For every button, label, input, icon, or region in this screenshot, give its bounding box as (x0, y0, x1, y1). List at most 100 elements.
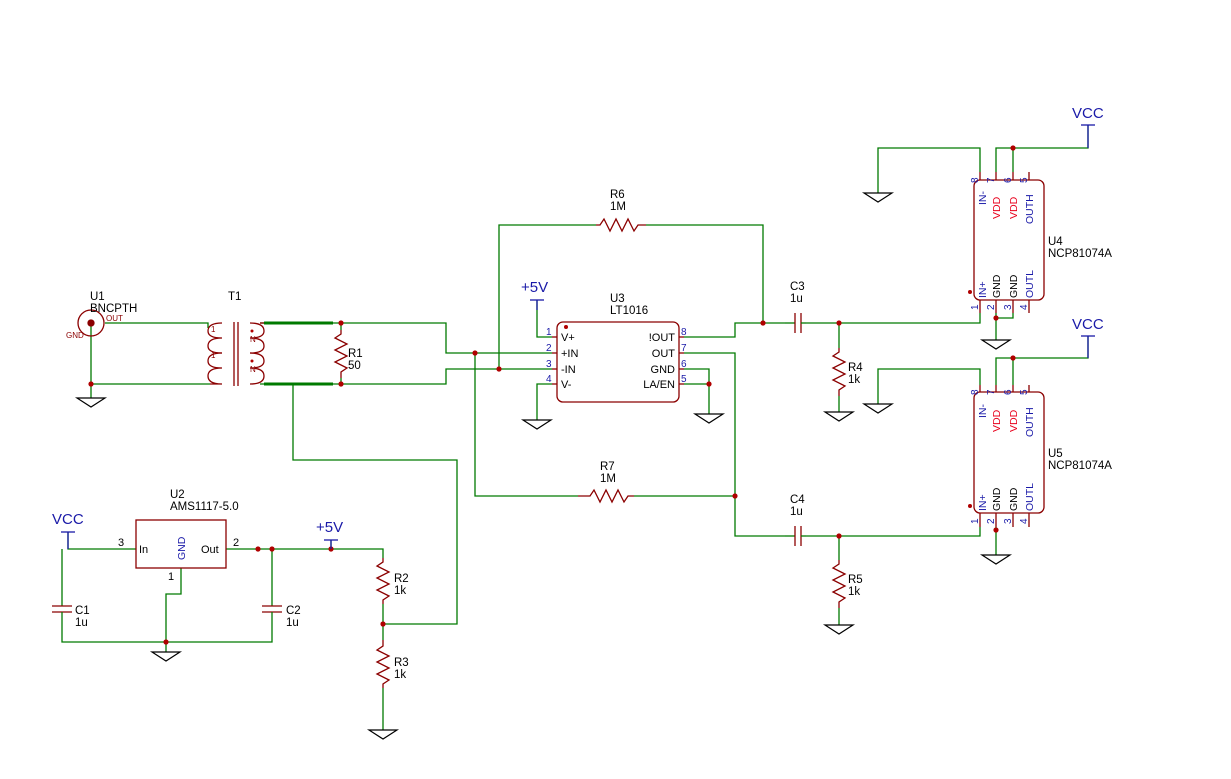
resistor-r1[interactable]: R1 50 (333, 330, 363, 378)
c1-value: 1u (75, 617, 88, 629)
u3-pin2-num: 2 (546, 343, 552, 354)
u5-pin2-name: GND (991, 487, 1003, 511)
c4-ref: C4 (790, 494, 805, 506)
resistor-r7[interactable]: R7 1M (578, 461, 634, 504)
u3-pin1-name: V+ (561, 332, 575, 344)
regulator-u2[interactable]: U2 AMS1117-5.0 In Out GND 3 1 2 (118, 489, 239, 583)
u5-pin8-name: IN- (977, 404, 989, 419)
connector-u1[interactable]: U1 BNCPTH OUT GND (66, 291, 137, 340)
u4-pin1-name: IN+ (977, 281, 989, 298)
u4-pin5-num: 5 (1019, 177, 1030, 183)
capacitor-c2[interactable]: C2 1u (262, 605, 301, 629)
ground-icon (822, 411, 856, 422)
resistor-r5[interactable]: R5 1k (831, 560, 863, 608)
ground-icon (74, 397, 108, 408)
u3-ref: U3 (610, 293, 625, 305)
u4-pin4-name: OUTL (1024, 270, 1036, 298)
u5-pin7-name: VDD (991, 409, 1003, 432)
t1-pin1: 1 (211, 325, 216, 334)
u5-pin4-num: 4 (1019, 518, 1030, 524)
transformer-t1[interactable]: T1 1 1 N N (207, 291, 333, 386)
u3-pin3-num: 3 (546, 359, 552, 370)
ground-icon (979, 339, 1013, 350)
capacitor-c1[interactable]: C1 1u (52, 605, 90, 629)
u4-pin8-name: IN- (977, 191, 989, 206)
u5-pin5-name: OUTH (1024, 407, 1036, 437)
resistor-r4[interactable]: R4 1k (831, 348, 863, 396)
u3-pin7-name: OUT (652, 348, 676, 360)
resistor-r2[interactable]: R2 1k (375, 558, 409, 604)
u2-num-gnd: 1 (168, 571, 174, 583)
u3-pin8-num: 8 (681, 327, 687, 338)
capacitor-c3[interactable]: C3 1u (785, 281, 806, 333)
u5-pin1-num: 1 (970, 518, 981, 524)
u3-pin5-name: LA/EN (643, 379, 675, 391)
u4-pin2-name: GND (991, 274, 1003, 298)
u3-pin6-name: GND (651, 364, 676, 376)
resistor-r3[interactable]: R3 1k (375, 640, 409, 688)
r7-ref: R7 (600, 461, 615, 473)
p5v-label-reg: +5V (316, 519, 343, 536)
u2-value: AMS1117-5.0 (170, 501, 239, 513)
u3-pin4-name: V- (561, 379, 572, 391)
u2-ref: U2 (170, 489, 185, 501)
junctions (88, 145, 1016, 645)
c2-value: 1u (286, 617, 299, 629)
u3-pin2-name: +IN (561, 348, 578, 360)
ground-icon (366, 729, 400, 740)
u1-pin-gnd: GND (66, 331, 84, 340)
u4-pin2-num: 2 (986, 304, 997, 310)
u2-pin-gnd: GND (176, 536, 188, 560)
vcc-symbol: VCC (52, 511, 84, 549)
u5-pin3-name: GND (1008, 487, 1020, 511)
u4-value: NCP81074A (1048, 248, 1112, 260)
wires (61, 125, 1089, 730)
p5v-label-u3: +5V (521, 279, 548, 296)
u1-value: BNCPTH (90, 303, 137, 315)
u5-pin5-num: 5 (1019, 389, 1030, 395)
r2-value: 1k (394, 585, 406, 597)
u4-pin3-name: GND (1008, 274, 1020, 298)
t1-n2: N (250, 365, 256, 374)
power-symbols: VCC VCC VCC +5V +5V (52, 105, 1104, 549)
capacitor-c4[interactable]: C4 1u (785, 494, 806, 546)
u1-ref: U1 (90, 291, 105, 303)
u2-pin-out: Out (201, 544, 219, 556)
u3-pin7-num: 7 (681, 343, 687, 354)
t1-ref: T1 (228, 291, 241, 303)
u4-ref: U4 (1048, 236, 1063, 248)
c2-ref: C2 (286, 605, 301, 617)
ground-icon (520, 419, 554, 430)
comparator-u3[interactable]: U3 LT1016 1 2 3 4 V+ +IN -IN V- 8 7 6 5 … (546, 293, 687, 403)
c4-value: 1u (790, 506, 803, 518)
u3-pin8-name: !OUT (649, 332, 676, 344)
u3-pin6-num: 6 (681, 359, 687, 370)
ground-icon (861, 192, 895, 203)
r5-ref: R5 (848, 574, 863, 586)
driver-u4[interactable]: U4 NCP81074A 8 7 6 5 IN- VDD VDD OUTH IN… (968, 172, 1112, 313)
resistor-r6[interactable]: R6 1M (596, 189, 646, 233)
u5-pin3-num: 3 (1003, 518, 1014, 524)
r1-ref: R1 (348, 348, 363, 360)
ground-icon (692, 413, 726, 424)
c3-ref: C3 (790, 281, 805, 293)
r5-value: 1k (848, 586, 860, 598)
vcc-label-u4: VCC (1072, 105, 1104, 122)
u5-ref: U5 (1048, 448, 1063, 460)
u4-pin8-num: 8 (970, 177, 981, 183)
p5v-symbol: +5V (521, 279, 548, 310)
r4-ref: R4 (848, 362, 863, 374)
ground-icon (149, 651, 183, 662)
u3-pin4-num: 4 (546, 374, 552, 385)
u5-pin4-name: OUTL (1024, 483, 1036, 511)
u4-pin7-num: 7 (986, 177, 997, 183)
u5-pin7-num: 7 (986, 389, 997, 395)
u4-pin6-num: 6 (1003, 177, 1014, 183)
driver-u5[interactable]: U5 NCP81074A 8 7 6 5 IN- VDD VDD OUTH IN… (968, 385, 1112, 527)
u5-pin2-num: 2 (986, 518, 997, 524)
t1-n1: N (250, 335, 256, 344)
c1-ref: C1 (75, 605, 90, 617)
u2-pin-in: In (139, 544, 148, 556)
u3-pin5-num: 5 (681, 374, 687, 385)
